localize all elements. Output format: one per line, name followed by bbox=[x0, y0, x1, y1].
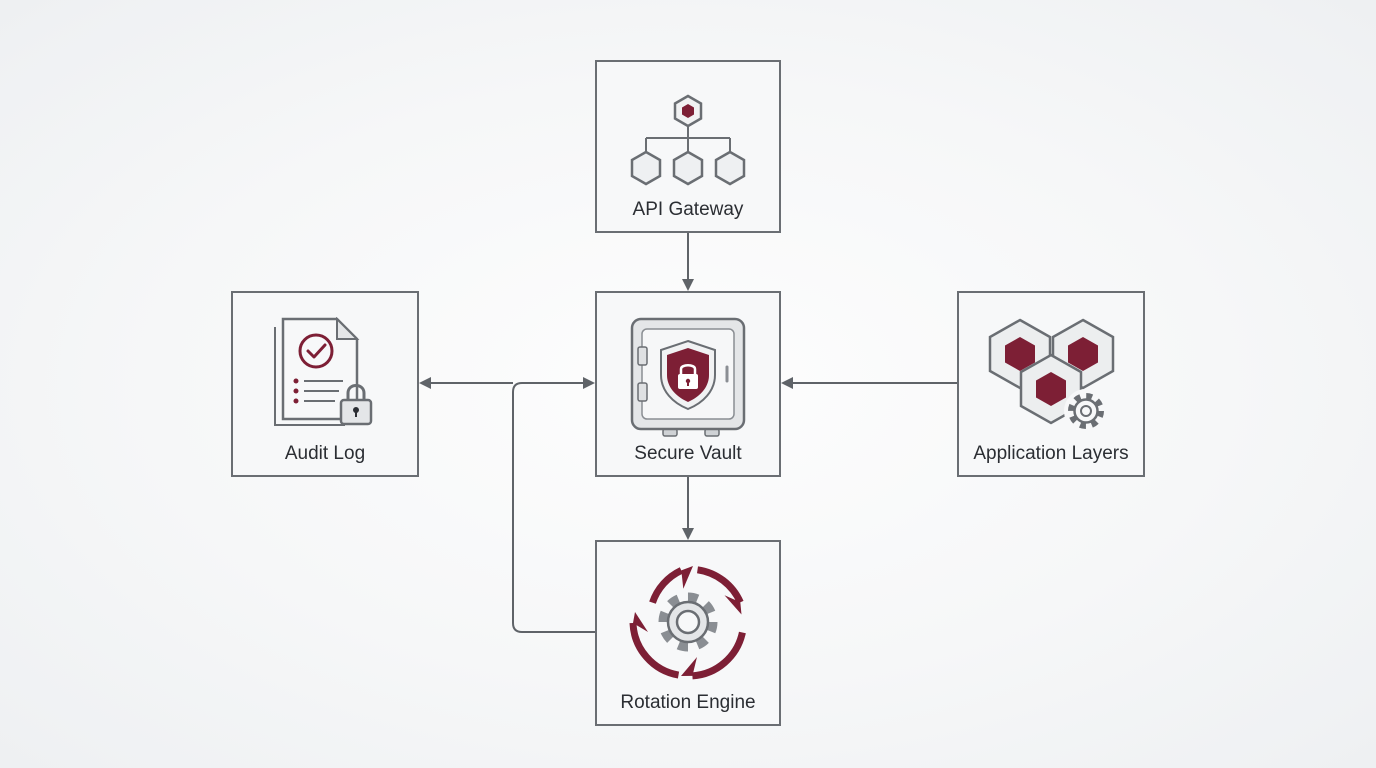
hierarchy-hexagon-icon bbox=[630, 94, 746, 186]
vault-shield-lock-icon bbox=[630, 317, 746, 437]
node-label: Rotation Engine bbox=[620, 692, 756, 713]
gear-rotation-arrows-icon bbox=[629, 566, 746, 680]
node-audit-log[interactable]: Audit Log bbox=[231, 291, 419, 477]
node-application-layers[interactable]: Application Layers bbox=[957, 291, 1145, 477]
node-label: API Gateway bbox=[632, 199, 744, 220]
node-rotation-engine[interactable]: Rotation Engine bbox=[595, 540, 781, 726]
document-check-lock-icon bbox=[274, 317, 373, 426]
node-label: Secure Vault bbox=[634, 443, 742, 464]
edge-rotation-to-vault bbox=[512, 377, 595, 633]
node-api-gateway[interactable]: API Gateway bbox=[595, 60, 781, 233]
node-secure-vault[interactable]: Secure Vault bbox=[595, 291, 781, 477]
node-label: Application Layers bbox=[973, 443, 1129, 464]
node-label: Audit Log bbox=[284, 443, 366, 464]
hexagon-cluster-gear-icon bbox=[988, 318, 1115, 433]
